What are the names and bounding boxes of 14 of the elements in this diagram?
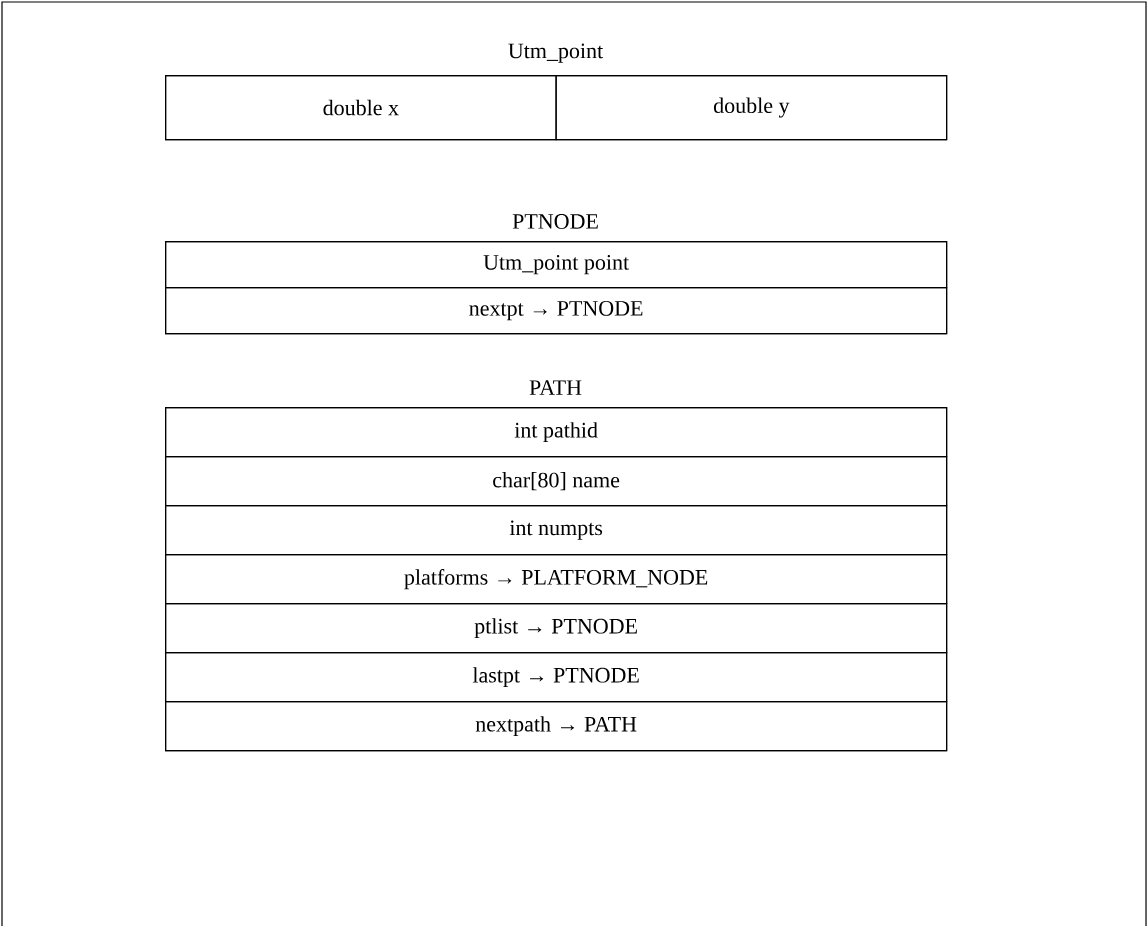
struct-field: nextpt → PTNODE <box>165 287 948 335</box>
struct-field: double y <box>555 75 948 141</box>
struct-field: int pathid <box>165 407 948 458</box>
node-label: PTNODE <box>512 214 598 229</box>
struct-field: platforms → PLATFORM_NODE <box>165 554 948 605</box>
struct-field: ptlist → PTNODE <box>165 603 948 654</box>
struct-field: nextpath → PATH <box>165 701 948 752</box>
node-label: Utm_point <box>508 43 604 63</box>
struct-field: int numpts <box>165 505 948 556</box>
struct-field: char[80] name <box>165 456 948 507</box>
struct-field: lastpt → PTNODE <box>165 652 948 703</box>
node-label: PATH <box>529 380 582 395</box>
struct-field: double x <box>165 75 557 141</box>
struct-field: Utm_point point <box>165 241 948 289</box>
